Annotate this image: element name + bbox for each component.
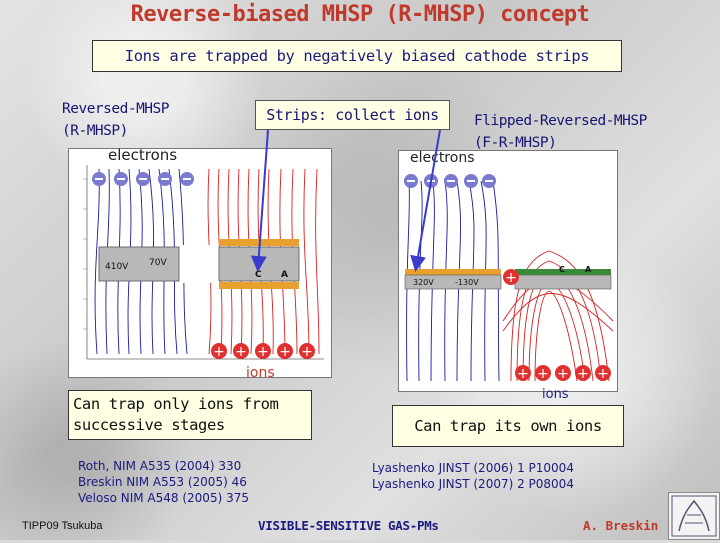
references-right: Lyashenko JINST (2006) 1 P10004 Lyashenk… (372, 460, 574, 492)
ref-left-3: Veloso NIM A548 (2005) 375 (78, 491, 249, 505)
frmhsp-voltage-a: 320V (413, 278, 434, 287)
frmhsp-label: Flipped-Reversed-MHSP (F-R-MHSP) (474, 110, 647, 154)
svg-text:+: + (557, 366, 569, 382)
svg-text:+: + (505, 270, 517, 286)
ref-left-2: Breskin NIM A553 (2005) 46 (78, 475, 247, 489)
frmhsp-label-line1: Flipped-Reversed-MHSP (474, 113, 647, 129)
rmhsp-electrons-charges (92, 172, 194, 186)
rmhsp-electrons-label: electrons (108, 146, 178, 164)
rmhsp-electrode-c: C (255, 270, 262, 280)
ref-right-1: Lyashenko JINST (2006) 1 P10004 (372, 461, 574, 475)
caption-left: Can trap only ions from successive stage… (68, 390, 312, 440)
frmhsp-field-figure: 320V -130V C A + + + + + + (398, 150, 618, 392)
svg-text:+: + (597, 366, 609, 382)
svg-text:+: + (537, 366, 549, 382)
rmhsp-ions-label: ions (246, 365, 275, 381)
references-left: Roth, NIM A535 (2004) 330 Breskin NIM A5… (78, 458, 249, 506)
rmhsp-voltage-b: 70V (149, 258, 167, 268)
frmhsp-ions-charges: + + + + + + (503, 269, 611, 382)
footer-conference: TIPP09 Tsukuba (22, 520, 103, 532)
logo-icon (671, 495, 717, 537)
frmhsp-electrode-c: C (559, 265, 565, 274)
rmhsp-voltage-a: 410V (105, 262, 129, 272)
svg-text:+: + (257, 344, 269, 360)
rmhsp-label: Reversed-MHSP (R-MHSP) (62, 98, 170, 142)
ref-right-2: Lyashenko JINST (2007) 2 P08004 (372, 477, 574, 491)
rmhsp-ions-charges: + + + + + (211, 343, 315, 360)
rmhsp-field-svg: 410V 70V C A + + + + + (69, 149, 331, 377)
strips-arrow-left (250, 129, 269, 272)
subtitle-box: Ions are trapped by negatively biased ca… (92, 40, 622, 72)
caption-right: Can trap its own ions (392, 405, 624, 447)
caption-left-line1: Can trap only ions from (73, 395, 279, 413)
footer-topic: VISIBLE-SENSITIVE GAS-PMs (258, 518, 439, 533)
rmhsp-electrode-a: A (281, 270, 288, 280)
slide-title: Reverse-biased MHSP (R-MHSP) concept (130, 2, 590, 27)
caption-left-line2: successive stages (73, 416, 225, 434)
svg-text:+: + (577, 366, 589, 382)
svg-text:+: + (235, 344, 247, 360)
frmhsp-electrode-a: A (585, 265, 592, 274)
institution-logo (668, 492, 720, 540)
rmhsp-label-line1: Reversed-MHSP (62, 101, 170, 117)
frmhsp-electrons-label: electrons (410, 150, 475, 166)
frmhsp-ions-label: ions (542, 387, 569, 402)
footer-author: A. Breskin (583, 518, 659, 533)
ref-left-1: Roth, NIM A535 (2004) 330 (78, 459, 242, 473)
frmhsp-electrons-charges (404, 174, 496, 188)
svg-text:+: + (279, 344, 291, 360)
frmhsp-label-line2: (F-R-MHSP) (474, 135, 557, 151)
svg-text:+: + (301, 344, 313, 360)
rmhsp-field-figure: 410V 70V C A + + + + + (68, 148, 332, 378)
strips-arrow-right (410, 129, 441, 272)
svg-text:+: + (213, 344, 225, 360)
svg-text:+: + (517, 366, 529, 382)
frmhsp-voltage-b: -130V (455, 278, 479, 287)
frmhsp-field-svg: 320V -130V C A + + + + + + (399, 151, 617, 391)
rmhsp-label-line2: (R-MHSP) (62, 123, 128, 139)
strips-collect-ions-box: Strips: collect ions (255, 100, 450, 130)
